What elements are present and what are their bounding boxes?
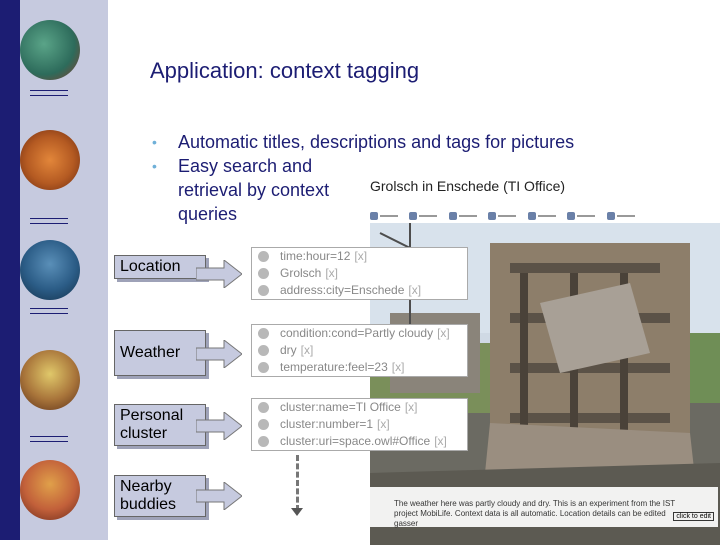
photo-toolbar xyxy=(370,207,660,238)
remove-tag-button[interactable]: [x] xyxy=(437,326,450,340)
bullet-dot: • xyxy=(152,158,157,174)
tag-row: cluster:number=1[x] xyxy=(252,416,467,433)
sidebar-photo-1 xyxy=(20,20,80,80)
sidebar-photo-5 xyxy=(20,460,80,520)
tag-row: Grolsch[x] xyxy=(252,265,467,282)
tag-text[interactable]: condition:cond=Partly cloudy xyxy=(280,326,434,340)
toolbar-item[interactable] xyxy=(409,207,441,220)
context-label-nearby-buddies: Nearby buddies xyxy=(114,475,206,517)
dashed-arrow-line xyxy=(296,455,299,511)
bullet-text: Easy search and retrieval by context que… xyxy=(178,156,330,224)
click-to-edit-button[interactable]: click to edit xyxy=(673,512,714,521)
tag-row: temperature:feel=23[x] xyxy=(252,359,467,376)
sidebar-photo-2 xyxy=(20,130,80,190)
tag-icon xyxy=(258,285,269,296)
tag-row: condition:cond=Partly cloudy[x] xyxy=(252,325,467,342)
remove-tag-button[interactable]: [x] xyxy=(377,417,390,431)
remove-tag-button[interactable]: [x] xyxy=(300,343,314,357)
context-label-weather: Weather xyxy=(114,330,206,376)
remove-tag-button[interactable]: [x] xyxy=(408,283,422,297)
arrow-personal-cluster xyxy=(196,412,242,440)
arrow-nearby-buddies xyxy=(196,482,242,510)
toolbar-item[interactable] xyxy=(488,207,520,220)
sidebar-photo-3 xyxy=(20,240,80,300)
tag-icon xyxy=(258,402,269,413)
tag-text[interactable]: cluster:name=TI Office xyxy=(280,400,401,414)
tag-icon xyxy=(258,362,269,373)
context-label-location: Location xyxy=(114,255,206,279)
tag-row: cluster:uri=space.owl#Office[x] xyxy=(252,433,467,450)
sidebar-photo-4 xyxy=(20,350,80,410)
dashed-arrow-head xyxy=(291,508,303,516)
sidebar-lines-4 xyxy=(30,436,68,448)
caption-body: The weather here was partly cloudy and d… xyxy=(394,499,676,518)
arrow-location xyxy=(196,260,242,288)
remove-tag-button[interactable]: [x] xyxy=(391,360,405,374)
tag-text[interactable]: temperature:feel=23 xyxy=(280,360,388,374)
bullet-item: • Automatic titles, descriptions and tags… xyxy=(150,130,574,154)
caption-tail: gasser xyxy=(394,519,419,528)
sidebar-strip xyxy=(0,0,20,540)
tag-text[interactable]: address:city=Enschede xyxy=(280,283,405,297)
sidebar-lines-2 xyxy=(30,218,68,230)
tag-text[interactable]: Grolsch xyxy=(280,266,322,280)
bullet-text: Automatic titles, descriptions and tags … xyxy=(178,132,575,152)
tag-icon xyxy=(258,328,269,339)
photo-title: Grolsch in Enschede (TI Office) xyxy=(370,178,566,194)
toolbar-item[interactable] xyxy=(527,207,560,220)
tag-icon xyxy=(258,345,269,356)
tag-icon xyxy=(258,251,269,262)
caption-text: The weather here was partly cloudy and d… xyxy=(394,499,684,529)
tag-icon xyxy=(258,419,269,430)
tag-text[interactable]: dry xyxy=(280,343,297,357)
remove-tag-button[interactable]: [x] xyxy=(404,400,418,414)
context-label-personal-cluster: Personal cluster xyxy=(114,404,206,446)
tag-icon xyxy=(258,436,269,447)
toolbar-item[interactable] xyxy=(370,207,402,220)
remove-tag-button[interactable]: [x] xyxy=(354,249,368,263)
sidebar-lines-3 xyxy=(30,308,68,320)
tag-text[interactable]: cluster:number=1 xyxy=(280,417,374,431)
tag-row: dry[x] xyxy=(252,342,467,359)
arrow-weather xyxy=(196,340,242,368)
sidebar-lines-1 xyxy=(30,90,68,102)
tag-text[interactable]: cluster:uri=space.owl#Office xyxy=(280,434,431,448)
tag-icon xyxy=(258,268,269,279)
bullet-list: • Automatic titles, descriptions and tags… xyxy=(150,130,574,226)
remove-tag-button[interactable]: [x] xyxy=(325,266,339,280)
remove-tag-button[interactable]: [x] xyxy=(434,434,447,448)
tag-row: address:city=Enschede[x] xyxy=(252,282,467,299)
tag-text[interactable]: time:hour=12 xyxy=(280,249,351,263)
slide-sidebar xyxy=(0,0,108,540)
toolbar-item[interactable] xyxy=(606,207,639,220)
tag-group-personal-cluster: cluster:name=TI Office[x] cluster:number… xyxy=(251,398,468,451)
toolbar-item[interactable] xyxy=(567,207,599,220)
bullet-item: • Easy search and retrieval by context qu… xyxy=(150,154,378,226)
bullet-dot: • xyxy=(152,134,157,150)
toolbar-item[interactable] xyxy=(448,207,481,220)
photo-caption: The weather here was partly cloudy and d… xyxy=(370,487,718,529)
tag-row: cluster:name=TI Office[x] xyxy=(252,399,467,416)
tag-group-location: time:hour=12[x] Grolsch[x] address:city=… xyxy=(251,247,468,300)
tag-row: time:hour=12[x] xyxy=(252,248,467,265)
tag-group-weather: condition:cond=Partly cloudy[x] dry[x] t… xyxy=(251,324,468,377)
slide-title: Application: context tagging xyxy=(150,58,420,83)
